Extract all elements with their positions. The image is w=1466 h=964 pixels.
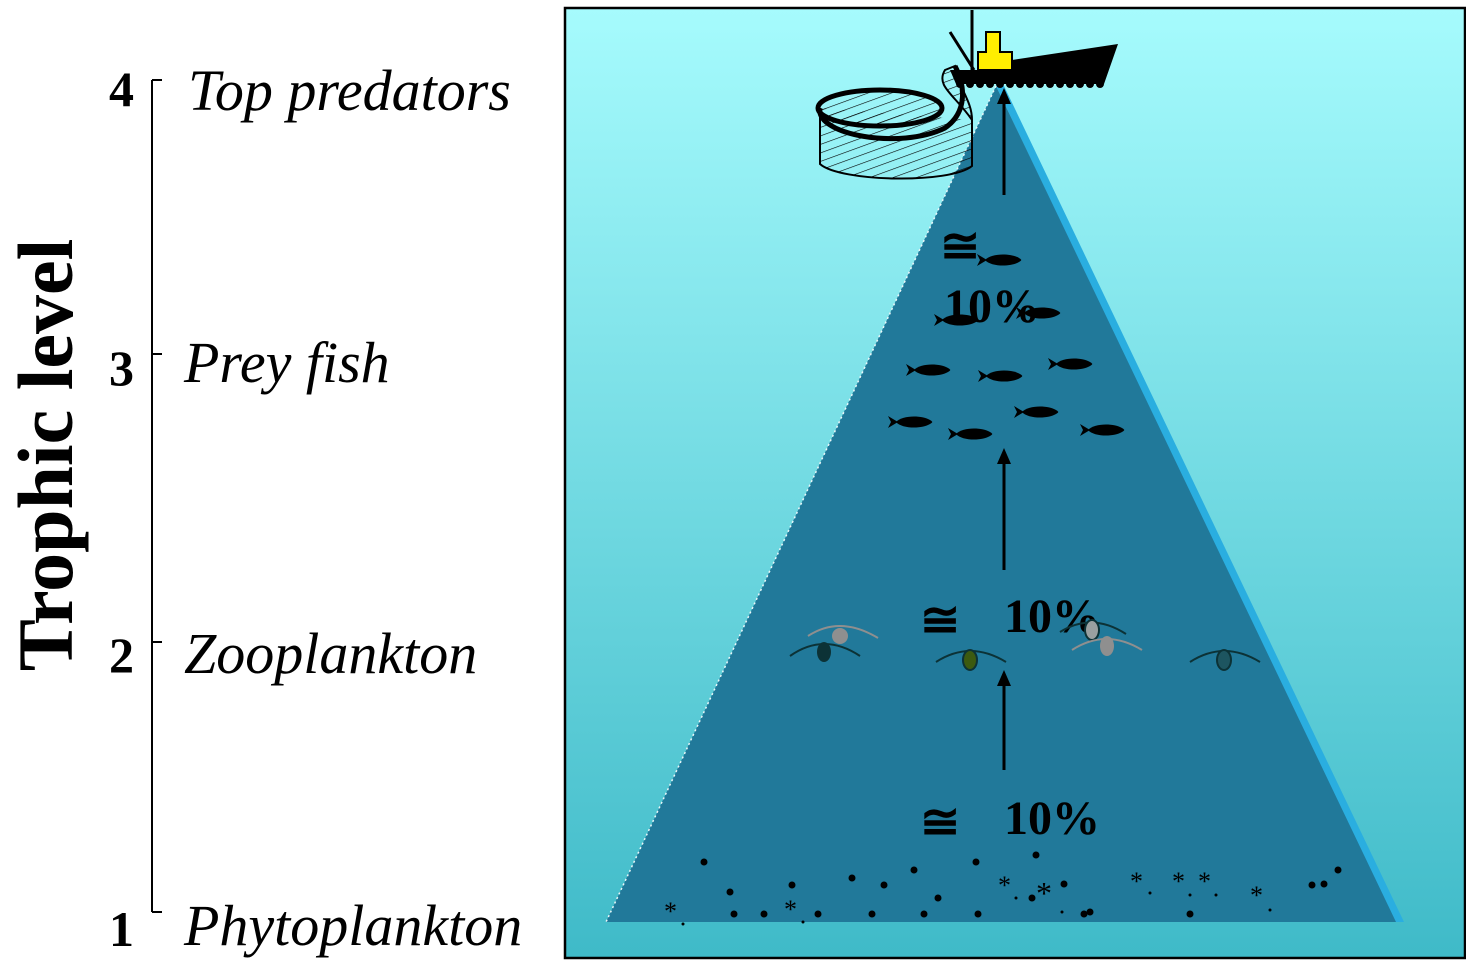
level-name-top-predators: Top predators: [188, 58, 511, 123]
arrow-up-icon: [997, 670, 1011, 770]
arrow-up-icon: [997, 448, 1011, 570]
zooplankton-icon: [807, 625, 879, 644]
transfer-label-zooplankton: ≅ 10%: [920, 590, 1100, 647]
fishing-boat-icon: [948, 10, 1118, 88]
transfer-label-phytoplankton: ≅ 10%: [920, 792, 1100, 849]
svg-text:*: *: [1198, 867, 1211, 896]
zooplankton-icon: [1071, 636, 1143, 656]
level-name-zooplankton: Zooplankton: [184, 621, 477, 686]
approx-symbol: ≅: [940, 220, 980, 273]
zooplankton-icon: [935, 649, 1007, 671]
arrow-up-icon: [997, 88, 1011, 195]
zooplankton-icon: [1189, 649, 1261, 671]
transfer-value: 10%: [1004, 590, 1100, 643]
svg-text:*: *: [1130, 867, 1143, 896]
axis-bracket: [151, 79, 162, 913]
energy-pyramid: [605, 85, 1404, 923]
zooplankton-icon: [789, 642, 861, 662]
tick-label-4: 4: [109, 61, 134, 117]
approx-symbol: ≅: [920, 796, 960, 849]
level-name-prey-fish: Prey fish: [183, 330, 390, 395]
svg-text:*: *: [998, 871, 1011, 900]
phytoplankton-icon: * * * * * * * *: [664, 851, 1342, 926]
svg-text:*: *: [1036, 875, 1052, 911]
approx-symbol: ≅: [920, 594, 960, 647]
axis-title: Trophic level: [2, 239, 89, 672]
level-name-phytoplankton: Phytoplankton: [183, 893, 522, 958]
transfer-label-fish: ≅ 10%: [940, 220, 1040, 333]
tick-label-3: 3: [109, 340, 134, 396]
svg-text:*: *: [784, 895, 797, 924]
zooplankton-group: [789, 619, 1261, 671]
transfer-value: 10%: [1004, 792, 1100, 845]
tick-label-1: 1: [109, 901, 134, 957]
tick-label-2: 2: [109, 627, 134, 683]
svg-text:*: *: [1172, 867, 1185, 896]
transfer-value: 10%: [944, 280, 1040, 333]
svg-text:*: *: [1250, 881, 1263, 910]
svg-text:*: *: [664, 897, 677, 926]
